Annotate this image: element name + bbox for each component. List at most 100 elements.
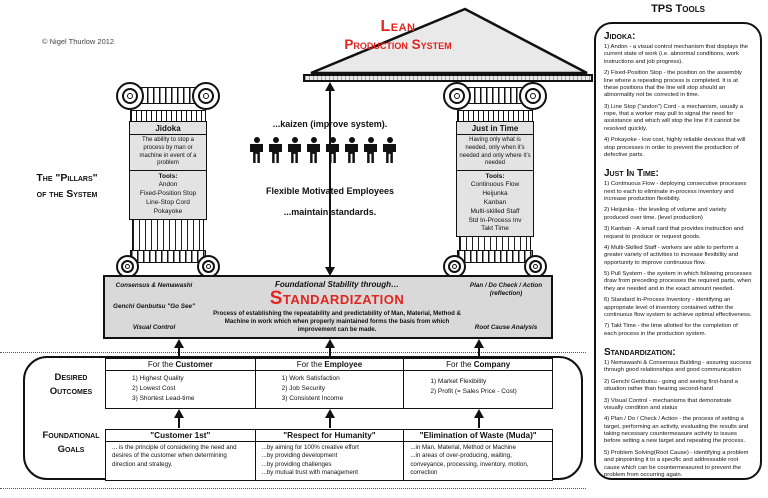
outcome-item: 3) Shortest Lead-time	[132, 395, 195, 403]
jidoka-pillar: Jidoka The ability to stop a process by …	[116, 82, 220, 278]
arrow-line	[178, 345, 180, 358]
volute-icon	[443, 255, 466, 278]
person-icon	[326, 137, 339, 163]
outcome-item: 3) Consistent Income	[281, 395, 344, 403]
outcome-item: 1) Work Satisfaction	[281, 375, 340, 382]
tps-item: 4) Multi-Skilled Staff - workers are abl…	[604, 244, 739, 266]
column-header: "Customer 1st"	[106, 430, 255, 442]
volute-icon	[192, 82, 220, 110]
standardization-description: Process of establishing the repeatabilit…	[213, 309, 461, 333]
goal-line: ...by providing challenges	[261, 460, 332, 468]
person-icon	[345, 137, 358, 163]
outcome-item: 2) Lowest Cost	[132, 385, 176, 393]
tool-item: Line-Stop Cord	[146, 198, 190, 206]
flexible-employees-text: Flexible Motivated Employees	[265, 186, 395, 196]
foundation-subtitle: Foundational Stability through…	[275, 280, 399, 289]
tool-item: Std In-Process Inv	[468, 216, 522, 224]
outcomes-customer-column: For the Customer 1) Highest Quality 2) L…	[106, 359, 255, 408]
goal-line: ...by mutual trust with management	[261, 469, 358, 477]
person-icon	[288, 137, 301, 163]
goal-line: ...by aiming for 100% creative effort	[261, 444, 359, 451]
just-in-time-pillar: Just in Time Having only what is needed,…	[443, 82, 547, 278]
arrow-line	[478, 415, 480, 428]
pillars-of-system-label: The "Pillars" of the System	[36, 172, 98, 200]
person-icon	[383, 137, 396, 163]
arrow-up-icon	[325, 82, 335, 91]
tps-item: 6) Standard In-Process Inventory - ident…	[604, 297, 752, 318]
tool-item: Multi-skilled Staff	[470, 207, 520, 215]
column-base-icon	[116, 250, 220, 278]
arrow-down-icon	[325, 267, 335, 276]
tool-item: Heijunka	[482, 190, 508, 198]
volute-icon	[524, 255, 547, 278]
foundation-left-items: Consensus & Nemawashi Genchi Genbutsu "G…	[111, 282, 197, 332]
desired-outcomes-table: For the Customer 1) Highest Quality 2) L…	[105, 358, 553, 410]
arrow-up-icon	[174, 409, 184, 418]
jit-pillar-description: Having only what is needed, only when it…	[456, 134, 534, 172]
tool-item: Takt Time	[481, 225, 509, 233]
goal-line: ... is the principle of considering the …	[112, 444, 237, 468]
outcomes-company-column: For the Company 1) Market Flexibility 2)…	[403, 359, 552, 409]
goal-eliminate-waste-column: "Elimination of Waste (Muda)" ...in Man,…	[403, 430, 552, 481]
employees-figures	[250, 137, 410, 163]
jit-tools-box: Tools: Continuous Flow Heijunka Kanban M…	[456, 169, 534, 238]
column-shaft	[459, 237, 531, 250]
copyright-text: © Nigel Thurlow 2012	[42, 37, 115, 46]
goal-customer-first-column: "Customer 1st" ... is the principle of c…	[106, 430, 255, 480]
arrow-line	[478, 345, 480, 358]
tps-section-heading: Standardization:	[604, 347, 676, 358]
temple-roof: Lean Production System	[308, 6, 590, 76]
foundation-right-items: Plan / Do Check / Action (reflection) Ro…	[465, 282, 547, 332]
tool-item: Pokayoke	[153, 207, 183, 215]
column-header: For the Company	[404, 359, 552, 371]
dotted-divider-bottom	[0, 488, 586, 489]
foundational-goals-table: "Customer 1st" ... is the principle of c…	[105, 429, 553, 482]
tps-tools-panel: Jidoka: 1) Andon - a visual control mech…	[594, 22, 762, 480]
volute-icon	[116, 255, 139, 278]
goal-respect-humanity-column: "Respect for Humanity" ...by aiming for …	[254, 430, 404, 481]
person-icon	[364, 137, 377, 163]
arrow-up-icon	[174, 339, 184, 348]
column-header: For the Employee	[255, 359, 404, 371]
arrow-up-icon	[474, 409, 484, 418]
tool-item: Andon	[158, 181, 178, 189]
title-lean: Lean	[380, 18, 416, 35]
volute-icon	[116, 82, 144, 110]
tps-item: 3) Kanban - A small card that provides i…	[604, 226, 744, 240]
standardization-foundation: Consensus & Nemawashi Genchi Genbutsu "G…	[103, 275, 553, 339]
foundation-item: Consensus & Nemawashi	[115, 282, 193, 289]
tps-tools-title: TPS Tools	[651, 3, 705, 15]
foundation-item: Visual Control	[132, 324, 176, 332]
center-arrow-line	[329, 88, 331, 270]
foundation-item: Genchi Genbutsu "Go See"	[113, 303, 195, 311]
column-header: "Respect for Humanity"	[255, 430, 404, 442]
tool-item: Fixed-Position Stop	[139, 190, 197, 198]
jidoka-pillar-description: The ability to stop a process by man or …	[129, 134, 207, 172]
foundational-goals-label: Foundational Goals	[42, 430, 100, 456]
dotted-divider-top	[0, 352, 586, 353]
tps-item: 2) Genchi Genbutsu - going and seeing fi…	[604, 378, 738, 393]
tps-section-heading: Just In Time:	[604, 168, 659, 180]
column-header: For the Customer	[106, 359, 255, 371]
goal-line: ...by providing development	[261, 452, 338, 460]
column-capital-icon	[116, 82, 220, 112]
person-icon	[307, 137, 320, 163]
arrow-line	[178, 415, 180, 428]
desired-outcomes-label: Desired Outcomes	[49, 372, 93, 398]
tps-item: 7) Takt Time - the time allotted for the…	[604, 323, 738, 337]
outcome-item: 2) Job Security	[281, 385, 326, 393]
tps-item: 1) Nemawashi & Consensus Building - assu…	[604, 360, 752, 374]
outcomes-employee-column: For the Employee 1) Work Satisfaction 2)…	[254, 359, 404, 409]
column-capital-icon	[443, 82, 547, 112]
arrow-line	[329, 415, 331, 428]
person-icon	[269, 137, 282, 163]
goal-line: ...in areas of over-producing, waiting, …	[410, 452, 529, 477]
arrow-up-icon	[325, 409, 335, 418]
standardization-title: Standardization	[269, 288, 405, 309]
outcome-item: 2) Profit (= Sales Price - Cost)	[430, 388, 517, 396]
pediment-shape	[310, 7, 588, 75]
column-header: "Elimination of Waste (Muda)"	[404, 430, 552, 442]
tps-item: 3) Visual Control - mechanisms that demo…	[604, 397, 732, 411]
column-base-icon	[443, 250, 547, 278]
